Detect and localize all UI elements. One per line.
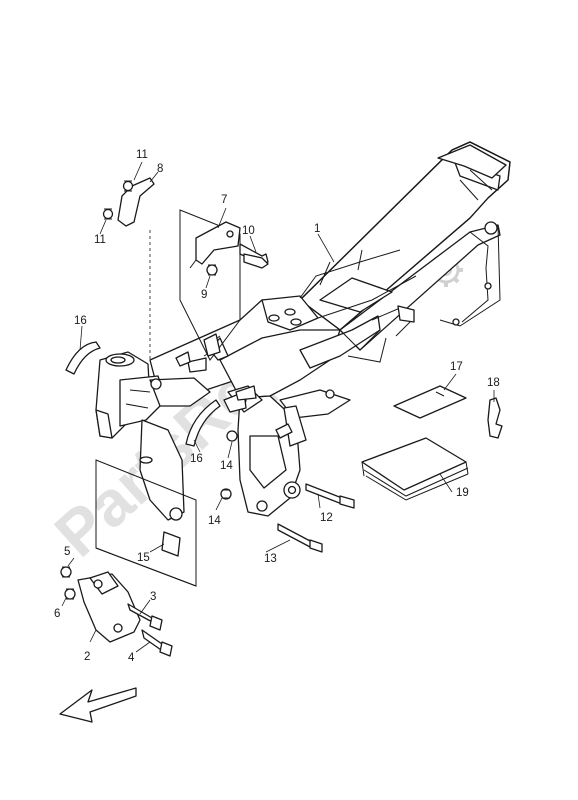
hose-16-center bbox=[185, 399, 221, 447]
clip-18 bbox=[487, 397, 503, 439]
part-number-label: 16 bbox=[74, 315, 87, 327]
bolt-13 bbox=[277, 523, 323, 553]
main-frame bbox=[95, 141, 511, 521]
part-number-labels: 1 2 3 4 5 6 7 8 9 10 11 11 12 13 14 14 1… bbox=[54, 149, 500, 664]
manual-19 bbox=[361, 437, 469, 501]
part-number-label: 13 bbox=[264, 553, 277, 565]
part-number-label: 17 bbox=[450, 361, 463, 373]
bracket-7-box bbox=[179, 209, 269, 361]
part-number-label: 7 bbox=[221, 194, 227, 206]
part-number-label: 16 bbox=[190, 453, 203, 465]
part-number-label: 15 bbox=[137, 552, 150, 564]
hose-16-front bbox=[65, 341, 101, 375]
part-number-label: 6 bbox=[54, 608, 60, 620]
part-number-label: 19 bbox=[456, 487, 469, 499]
bracket-8 bbox=[102, 177, 155, 360]
part-number-label: 18 bbox=[487, 377, 500, 389]
part-number-label: 3 bbox=[150, 591, 156, 603]
part-number-label: 10 bbox=[242, 225, 255, 237]
sheet-17 bbox=[393, 385, 467, 419]
part-number-label: 2 bbox=[84, 651, 90, 663]
part-number-label: 14 bbox=[208, 515, 221, 527]
nuts-14 bbox=[220, 430, 238, 500]
part-number-label: 9 bbox=[201, 289, 207, 301]
part-number-label: 11 bbox=[136, 149, 148, 161]
bolt-12 bbox=[305, 483, 355, 509]
leader-lines bbox=[61, 161, 495, 653]
part-number-label: 11 bbox=[94, 234, 106, 246]
part-number-label: 8 bbox=[157, 163, 163, 175]
part-number-label: 1 bbox=[314, 223, 320, 235]
front-direction-arrow-icon bbox=[59, 687, 137, 723]
part-number-label: 14 bbox=[220, 460, 233, 472]
bolt-10 bbox=[243, 253, 269, 269]
engine-bracket-2 bbox=[60, 547, 197, 657]
part-number-label: 4 bbox=[128, 652, 135, 664]
part-number-label: 5 bbox=[64, 546, 70, 558]
part-number-label: 12 bbox=[320, 512, 333, 524]
